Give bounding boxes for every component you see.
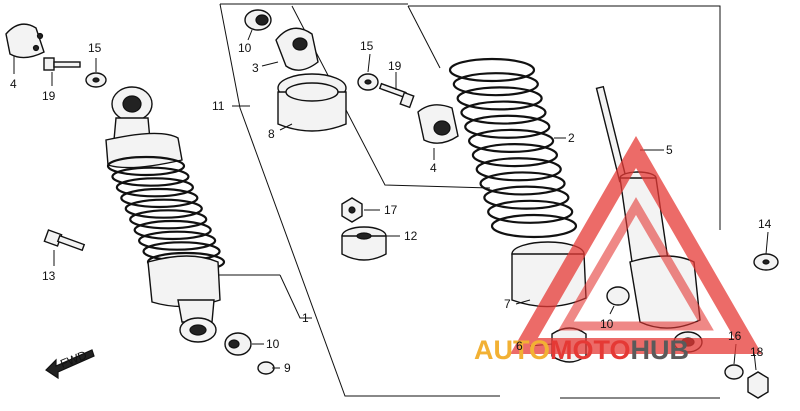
- left-coil-turn-7: [133, 219, 212, 241]
- watermark: AUTOMOTOHUB: [474, 135, 762, 365]
- fwd-label: FWD: [58, 348, 89, 371]
- callout-15-right: 15: [360, 39, 374, 53]
- watermark-part-hub: HUB: [631, 335, 690, 365]
- right-coil-turn-6: [467, 128, 555, 154]
- right-coil-turn-4: [460, 100, 547, 125]
- callout-13: 13: [42, 269, 56, 283]
- upper-cap-right: [417, 104, 459, 144]
- assembly-outline: [219, 3, 721, 399]
- callout-10-top: 10: [238, 41, 252, 55]
- right-coil-turn-1: [448, 57, 536, 83]
- right-coil-turn-9: [479, 171, 566, 196]
- bushing-10-bottom: [224, 332, 252, 356]
- fwd-arrow: FWD: [45, 348, 95, 380]
- callout-19-left: 19: [42, 89, 56, 103]
- callout-17: 17: [384, 203, 398, 217]
- callout-4-right: 4: [430, 161, 437, 175]
- callout-6: 6: [516, 339, 523, 353]
- watermark-part-moto: MOTO: [550, 335, 631, 365]
- left-coil-turn-3: [115, 177, 194, 198]
- upper-cap-left: [5, 23, 45, 59]
- callout-19-right: 19: [388, 59, 402, 73]
- watermark-text: AUTOMOTOHUB: [474, 335, 689, 365]
- washer-14: [753, 253, 779, 271]
- bushing-10-mid: [606, 286, 630, 306]
- callout-10-bottom: 10: [266, 337, 280, 351]
- right-coil-turn-12: [490, 213, 578, 239]
- callout-14: 14: [758, 217, 772, 231]
- callout-11: 11: [212, 99, 225, 113]
- shock-absorber-assembly: [105, 86, 312, 343]
- callout-3: 3: [252, 61, 259, 75]
- bolt-19-right: [378, 82, 415, 109]
- washer-15-left: [85, 72, 107, 88]
- callout-12: 12: [404, 229, 418, 243]
- coil-spring: [448, 57, 578, 239]
- left-coil-turn-1: [106, 155, 186, 177]
- washer-9: [257, 361, 275, 375]
- rubber-12: [341, 226, 387, 261]
- callout-15-left: 15: [88, 41, 102, 55]
- callout-16: 16: [728, 329, 742, 343]
- bushing-10-top: [244, 9, 272, 31]
- left-coil-turn-6: [129, 209, 208, 230]
- right-coil-turn-3: [456, 86, 543, 111]
- right-coil-turn-10: [483, 185, 570, 210]
- right-coil-turn-7: [471, 142, 559, 168]
- left-coil-turn-4: [120, 187, 199, 209]
- left-coil-turn-2: [111, 166, 190, 187]
- callout-18: 18: [750, 345, 764, 359]
- callout-1: 1: [302, 311, 309, 325]
- nut-18: [747, 371, 769, 399]
- spring-seat-3: [275, 27, 319, 71]
- callout-2: 2: [568, 131, 575, 145]
- washer-15-right: [357, 73, 379, 91]
- right-coil-turn-2: [452, 72, 539, 97]
- nut-17: [341, 197, 363, 223]
- right-coil-turn-8: [475, 157, 562, 182]
- damper-unit: [595, 85, 703, 353]
- callout-7: 7: [504, 297, 511, 311]
- callout-labels: 4 19 15 10 3 11 8 15 19 4 2 5 17 12 13 7…: [10, 39, 772, 375]
- left-coil-turn-8: [138, 230, 217, 251]
- spring-guide-8: [277, 73, 347, 132]
- bolt-13: [43, 229, 86, 252]
- callout-8: 8: [268, 127, 275, 141]
- callout-10-mid: 10: [600, 317, 614, 331]
- watermark-part-auto: AUTO: [474, 335, 550, 365]
- bolt-19-left: [43, 57, 81, 71]
- washer-16: [724, 364, 744, 380]
- right-coil-turn-11: [487, 199, 574, 224]
- right-coil-turn-5: [464, 114, 551, 139]
- callout-5: 5: [666, 143, 673, 157]
- callout-4-left: 4: [10, 77, 17, 91]
- left-coil-turn-5: [124, 198, 203, 219]
- callout-9: 9: [284, 361, 291, 375]
